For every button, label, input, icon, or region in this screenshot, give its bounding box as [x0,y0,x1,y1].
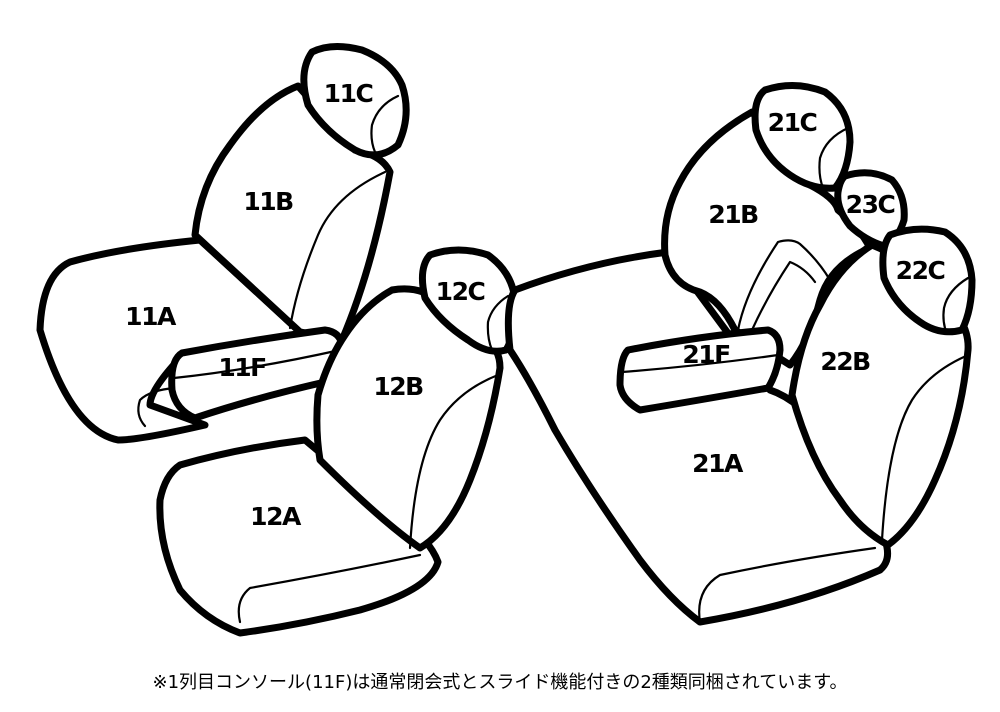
seat-cover-parts-diagram: 11C 11B 11A 11F 12C 12B 12A 21C 21B 23C … [36,43,976,637]
part-11c-seam [370,94,400,154]
part-21a-seam [698,546,877,624]
label-11f: 11F [218,353,265,382]
part-12a-cushion [156,436,442,637]
part-11b-seam [288,170,387,330]
label-21b: 21B [708,200,758,229]
part-21c-headrest [751,82,854,192]
part-22c-headrest [879,225,976,336]
label-11c: 11C [324,79,373,108]
label-22c: 22C [896,256,945,285]
part-12a-seam [237,553,422,624]
footnote: ※1列目コンソール(11F)は通常閉会式とスライド機能付きの2種類同梱されていま… [152,672,848,693]
part-21a-cushion [504,248,892,626]
label-21c: 21C [768,108,817,137]
rear-bench [504,82,976,626]
label-12a: 12A [250,502,302,531]
label-11a: 11A [125,302,177,331]
part-11f-seam [172,348,342,380]
part-22b-seam [880,354,968,542]
part-12c-seam [486,294,510,352]
part-22c-seam [942,276,970,336]
part-11a-seam [137,386,177,428]
part-11c-headrest [300,43,410,159]
part-21b-seam [736,239,832,332]
label-23c: 23C [846,190,895,219]
part-21f-seam [620,353,780,374]
label-11b: 11B [243,187,293,216]
part-12c-headrest [418,246,520,355]
part-12b-backrest [313,285,504,552]
label-21f: 21F [682,340,729,369]
part-21c-seam [818,126,850,190]
part-21b-seam-inner [750,260,817,332]
front-seat-12 [156,246,520,637]
label-12c: 12C [436,277,485,306]
label-21a: 21A [692,449,744,478]
part-12b-seam [408,373,500,550]
part-21f-console [616,326,784,414]
label-12b: 12B [373,372,423,401]
label-22b: 22B [820,347,870,376]
